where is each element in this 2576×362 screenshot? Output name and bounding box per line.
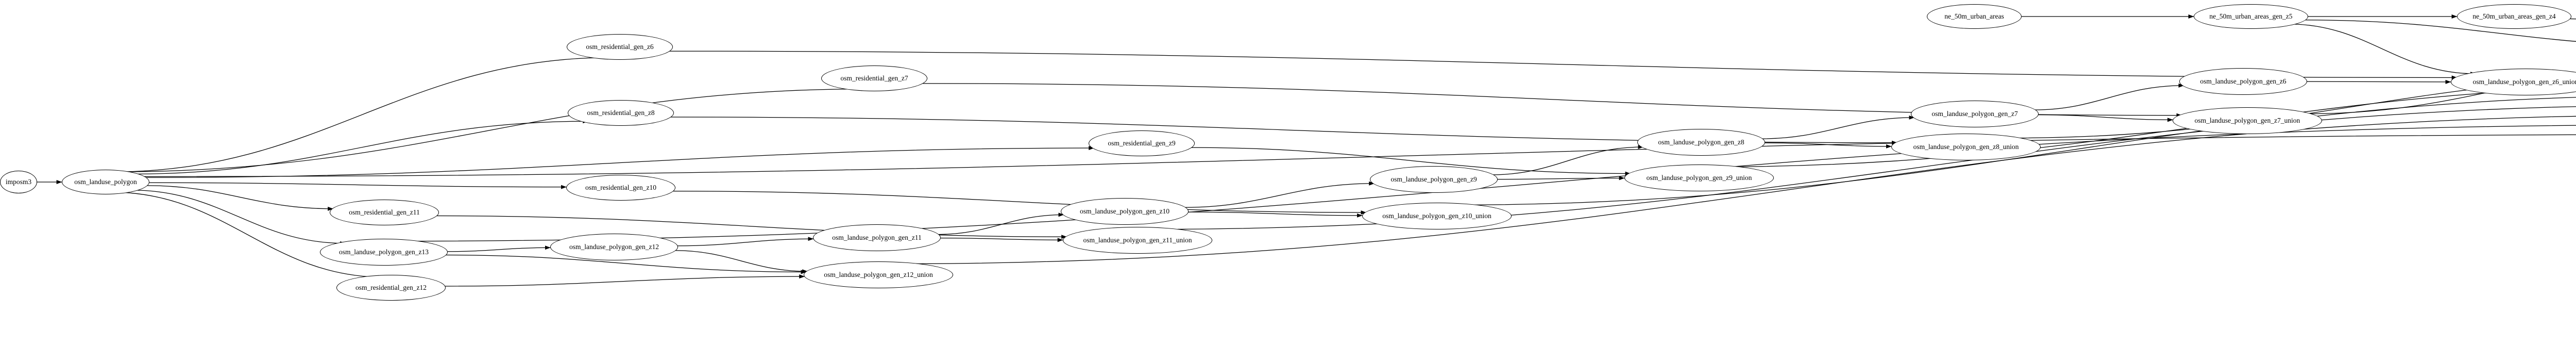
graph-node-osm-landuse-polygon-gen-z6[interactable]: osm_landuse_polygon_gen_z6 (2179, 68, 2307, 95)
node-label: imposm3 (5, 178, 32, 186)
node-label: ne_50m_urban_areas_gen_z4 (2472, 12, 2556, 21)
graph-node-ne-50m-urban-areas-gen-z5[interactable]: ne_50m_urban_areas_gen_z5 (2194, 4, 2308, 29)
graph-edge (149, 182, 567, 189)
graph-edge (2304, 20, 2576, 42)
graph-edge (445, 254, 807, 274)
graph-node-ne-50m-urban-areas[interactable]: ne_50m_urban_areas (1927, 4, 2022, 29)
node-label: osm_residential_gen_z11 (349, 208, 420, 217)
node-label: osm_landuse_polygon_gen_z8_union (1913, 143, 2019, 151)
graph-edge (2289, 24, 2477, 76)
node-label: ne_50m_urban_areas_gen_z5 (2209, 12, 2293, 21)
node-label: osm_landuse_polygon_gen_z11_union (1083, 236, 1192, 244)
graph-node-osm-landuse-polygon-gen-z7[interactable]: osm_landuse_polygon_gen_z7 (1911, 101, 2039, 127)
node-label: osm_residential_gen_z7 (840, 74, 908, 83)
node-label: osm_landuse_polygon_gen_z8 (1658, 138, 1744, 146)
node-label: osm_residential_gen_z8 (587, 109, 655, 117)
graph-node-osm-landuse-polygon-gen-z10[interactable]: osm_landuse_polygon_gen_z10 (1061, 198, 1189, 225)
node-label: osm_landuse_polygon_gen_z10 (1080, 207, 1170, 216)
graph-edge (668, 51, 2458, 80)
graph-edge (1497, 176, 1625, 180)
graph-edge (2034, 83, 2184, 110)
graph-edge (112, 55, 613, 172)
graph-node-osm-residential-gen-z9[interactable]: osm_residential_gen_z9 (1089, 130, 1195, 156)
graph-node-osm-residential-gen-z7[interactable]: osm_residential_gen_z7 (821, 65, 927, 91)
graph-node-osm-residential-gen-z11[interactable]: osm_residential_gen_z11 (330, 200, 439, 225)
graph-edge (2307, 79, 2451, 84)
graph-edge (1765, 142, 1892, 149)
graph-edge (447, 245, 551, 252)
graph-edge (1709, 87, 2576, 168)
graph-node-osm-landuse-polygon-gen-z7-union[interactable]: osm_landuse_polygon_gen_z7_union (2173, 107, 2322, 134)
graph-node-osm-residential-gen-z10[interactable]: osm_residential_gen_z10 (566, 175, 675, 201)
graph-edge (131, 190, 346, 245)
graph-edge (112, 192, 384, 279)
graph-edge (112, 87, 868, 172)
graph-node-osm-landuse-polygon-gen-z9[interactable]: osm_landuse_polygon_gen_z9 (1370, 166, 1498, 193)
graph-edge (889, 116, 2576, 265)
graph-node-osm-residential-gen-z8[interactable]: osm_residential_gen_z8 (568, 100, 674, 126)
node-label: osm_landuse_polygon_gen_z12 (569, 243, 659, 251)
graph-edge (940, 238, 1063, 242)
node-label: ne_50m_urban_areas (1944, 12, 2004, 21)
graph-edge (132, 119, 589, 175)
graph-edge (1148, 106, 2576, 230)
graph-edge (1188, 211, 1363, 218)
node-label: osm_landuse_polygon_gen_z10_union (1382, 212, 1492, 220)
graph-node-osm-landuse-polygon-gen-z10-union[interactable]: osm_landuse_polygon_gen_z10_union (1362, 203, 1512, 229)
graph-node-osm-residential-gen-z12[interactable]: osm_residential_gen_z12 (336, 275, 446, 301)
graph-edge (938, 212, 1064, 235)
graph-edge (445, 274, 805, 287)
graph-node-osm-landuse-polygon[interactable]: osm_landuse_polygon (62, 170, 149, 194)
graph-node-osm-landuse-polygon-gen-z11-union[interactable]: osm_landuse_polygon_gen_z11_union (1063, 227, 1212, 254)
node-label: osm_landuse_polygon_gen_z13 (339, 248, 429, 256)
node-label: osm_residential_gen_z6 (586, 43, 654, 51)
graph-edge (672, 191, 1367, 215)
graph-edge (1492, 145, 1644, 175)
node-label: osm_landuse_polygon_gen_z7 (1931, 110, 2018, 118)
graph-edge (674, 250, 808, 274)
graph-node-osm-landuse-polygon-gen-z11[interactable]: osm_landuse_polygon_gen_z11 (813, 224, 941, 251)
graph-edge (146, 185, 334, 211)
graph-edge (1184, 181, 1375, 208)
graph-node-osm-residential-gen-z6[interactable]: osm_residential_gen_z6 (567, 34, 673, 60)
graph-node-imposm3[interactable]: imposm3 (0, 171, 37, 193)
graph-edge (142, 134, 2576, 177)
graph-node-osm-landuse-polygon-gen-z9-union[interactable]: osm_landuse_polygon_gen_z9_union (1624, 164, 1774, 191)
graph-node-osm-landuse-polygon-gen-z12-union[interactable]: osm_landuse_polygon_gen_z12_union (804, 261, 953, 288)
graph-edge (2570, 18, 2576, 20)
node-label: osm_residential_gen_z10 (585, 184, 656, 192)
graph-edge (677, 237, 814, 246)
graph-node-osm-landuse-polygon-gen-z12[interactable]: osm_landuse_polygon_gen_z12 (550, 234, 678, 260)
node-label: osm_landuse_polygon_gen_z9_union (1646, 174, 1752, 182)
graph-node-osm-landuse-polygon-gen-z8-union[interactable]: osm_landuse_polygon_gen_z8_union (1891, 134, 2041, 160)
graph-node-ne-50m-urban-areas-gen-z4[interactable]: ne_50m_urban_areas_gen_z4 (2457, 4, 2571, 29)
node-label: osm_landuse_polygon (74, 178, 137, 186)
graph-edge (1190, 147, 1631, 176)
graph-node-osm-landuse-polygon-gen-z6-union[interactable]: osm_landuse_polygon_gen_z6_union (2451, 69, 2576, 95)
node-label: osm_landuse_polygon_gen_z12_union (824, 271, 933, 279)
graph-edge (1447, 97, 2576, 206)
graph-edge (145, 146, 1095, 178)
graph-edge (436, 215, 1067, 239)
node-label: osm_landuse_polygon_gen_z9 (1391, 175, 1477, 184)
node-label: osm_landuse_polygon_gen_z6 (2200, 77, 2286, 86)
node-label: osm_residential_gen_z12 (355, 284, 427, 292)
node-label: osm_landuse_polygon_gen_z6_union (2472, 78, 2576, 86)
node-label: osm_landuse_polygon_gen_z11 (832, 234, 922, 242)
graph-node-osm-landuse-polygon-gen-z13[interactable]: osm_landuse_polygon_gen_z13 (320, 239, 448, 266)
graph-edge (1761, 115, 1915, 139)
node-label: osm_residential_gen_z9 (1108, 139, 1176, 147)
node-label: osm_landuse_polygon_gen_z7_union (2194, 117, 2300, 125)
graph-node-osm-landuse-polygon-gen-z8[interactable]: osm_landuse_polygon_gen_z8 (1637, 129, 1765, 156)
